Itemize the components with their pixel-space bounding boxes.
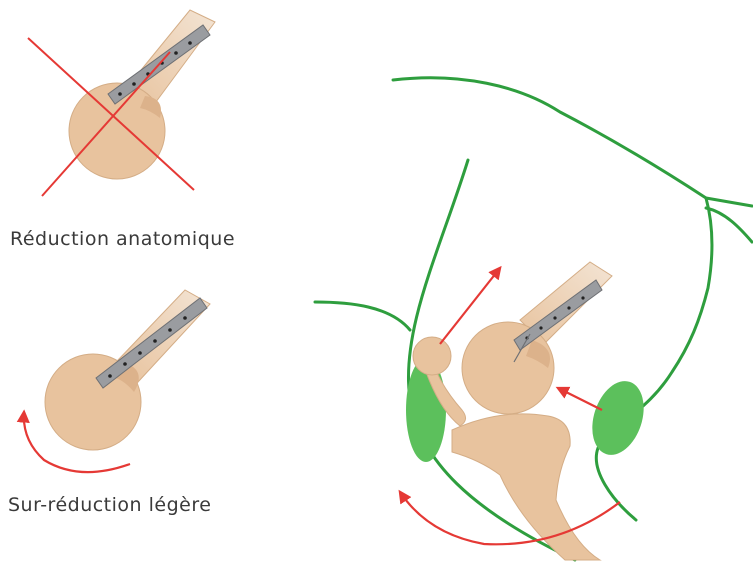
straight-arrow-icon <box>558 388 602 410</box>
caption-anatomical-reduction: Réduction anatomique <box>10 228 235 250</box>
shoulder-anatomy-illustration <box>315 78 752 560</box>
curved-arrow-icon <box>400 492 620 544</box>
anatomical-reduction-illustration <box>28 10 215 196</box>
over-reduction-illustration <box>24 290 210 472</box>
fixation-plate <box>96 298 207 388</box>
caption-slight-over-reduction: Sur-réduction légère <box>8 494 211 516</box>
scapula <box>452 414 600 560</box>
muscle-right <box>583 374 652 461</box>
coracoid-tip <box>413 337 451 375</box>
